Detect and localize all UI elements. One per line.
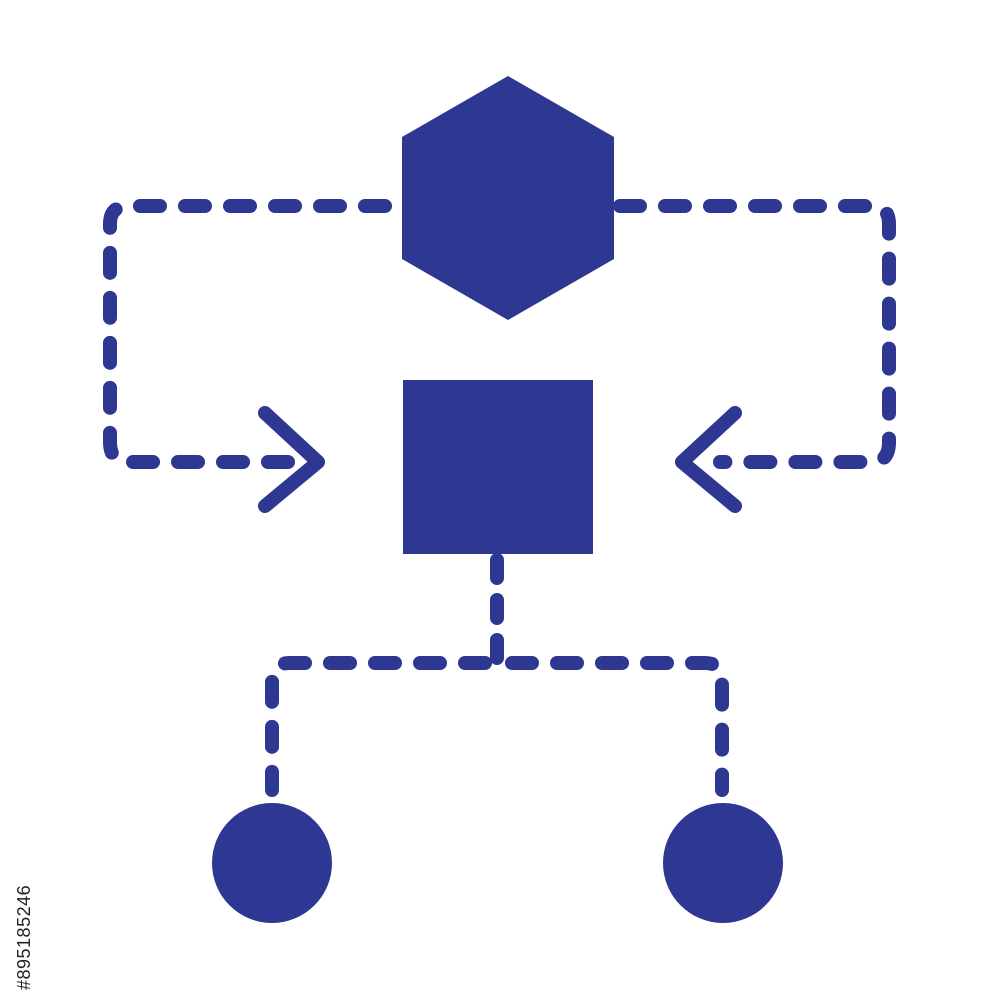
hexagon-node	[402, 76, 614, 320]
arrowhead-left	[675, 406, 742, 513]
connector-bus-left	[265, 656, 492, 797]
side-id-label: #895185246	[14, 884, 34, 990]
circle-node-right	[663, 803, 783, 923]
circle-node-left	[212, 803, 332, 923]
connector-right-loop	[613, 199, 896, 469]
connector-left-loop	[103, 199, 392, 469]
arrowhead-right	[258, 406, 325, 513]
square-node	[403, 380, 593, 554]
connector-bus-right	[505, 656, 729, 797]
